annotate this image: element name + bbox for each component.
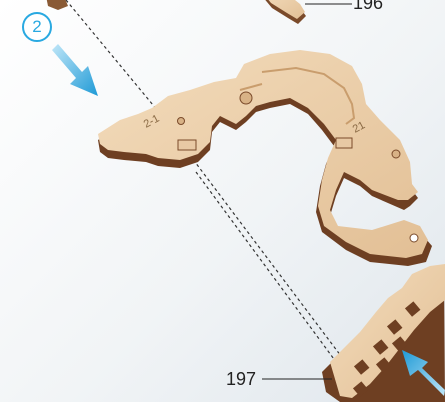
part-196-fragment xyxy=(262,0,352,24)
callout-197: 197 xyxy=(226,370,256,388)
step-number-badge: 2 xyxy=(22,12,52,42)
callout-196: 196 xyxy=(353,0,383,12)
part-197-piece xyxy=(262,264,445,402)
blue-arrow-icon xyxy=(52,44,98,96)
wood-frame-piece: 2-1 21 xyxy=(98,50,432,266)
part-fragment-topleft xyxy=(46,0,68,10)
